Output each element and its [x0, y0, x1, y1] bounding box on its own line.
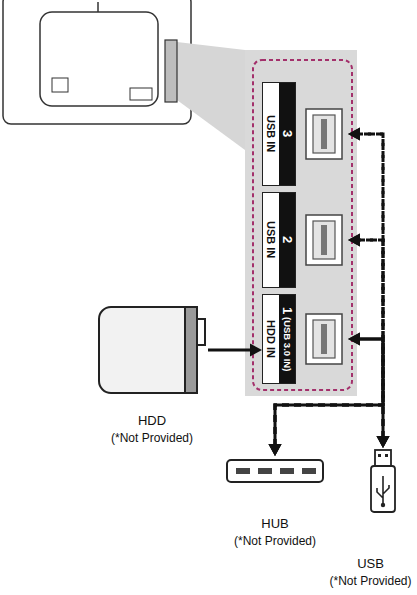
- device-caption-line: (*Not Provided): [328, 571, 413, 589]
- port-name-column: USB IN: [263, 193, 279, 287]
- port-number: 3: [280, 130, 295, 137]
- port-label: HDD IN1 (USB 3.0 IN): [262, 294, 296, 384]
- socket-frame: [306, 109, 342, 159]
- arrowhead: [269, 444, 282, 456]
- hub-slot: [280, 468, 294, 474]
- port-label: USB IN2: [262, 192, 296, 288]
- usb-stick-body: [371, 466, 395, 512]
- tv-back: [3, 0, 191, 124]
- connector: [348, 333, 390, 449]
- port-name-column: USB IN: [263, 83, 279, 185]
- device-box: USB (*Not Provided): [328, 448, 413, 587]
- hdd-body: [99, 307, 197, 393]
- device-name: USB: [357, 556, 384, 571]
- port-name: USB IN: [265, 115, 277, 152]
- port-box: HDD IN1 (USB 3.0 IN): [262, 294, 348, 384]
- device-caption-line: HDD: [96, 411, 208, 429]
- socket-tongue: [321, 225, 327, 255]
- usb-icon: [369, 448, 397, 514]
- connector: [208, 344, 262, 357]
- connector-line: [358, 339, 383, 438]
- hdd-edge: [185, 307, 197, 393]
- tv-stand-post: [97, 2, 99, 12]
- usb-socket: [304, 107, 344, 161]
- tv-small-plate: [130, 88, 152, 100]
- connector-line: [358, 240, 383, 438]
- port-group-outline: [253, 60, 352, 390]
- device-note: (*Not Provided): [234, 534, 316, 548]
- port-number-stack: 1 (USB 3.0 IN): [278, 307, 296, 372]
- usb-socket: [304, 312, 344, 366]
- device-caption-line: USB: [328, 554, 413, 572]
- connector: [348, 128, 390, 449]
- port-number-stack: 2: [278, 236, 296, 243]
- connector-line: [208, 349, 252, 352]
- socket-opening: [313, 221, 335, 259]
- arrowhead: [348, 234, 360, 247]
- hub-icon: [225, 456, 325, 486]
- arrowhead: [250, 344, 262, 357]
- arrowhead: [348, 128, 360, 141]
- port-number-column: 3: [279, 83, 295, 185]
- socket-opening: [313, 320, 335, 358]
- connector-line: [358, 134, 383, 438]
- port-number: 1: [280, 307, 295, 314]
- device-caption-line: (*Not Provided): [96, 428, 208, 446]
- usb-plug-hole: [385, 454, 388, 457]
- device-name: HUB: [261, 516, 288, 531]
- zoom-wedge: [177, 42, 245, 150]
- hub-body: [227, 460, 323, 482]
- socket-frame: [306, 314, 342, 364]
- socket-tongue: [321, 119, 327, 149]
- device-note: (*Not Provided): [111, 431, 193, 445]
- hdd-plug: [197, 319, 205, 345]
- device-box: HDD (*Not Provided): [96, 305, 208, 444]
- arrowhead: [377, 436, 390, 448]
- socket-tongue: [321, 324, 327, 354]
- port-label: USB IN3: [262, 82, 296, 186]
- port-box: USB IN2: [262, 192, 348, 288]
- port-name: USB IN: [265, 221, 277, 258]
- hub-slot: [302, 468, 316, 474]
- socket-opening: [313, 115, 335, 153]
- device-note: (*Not Provided): [329, 574, 411, 588]
- usb-socket: [304, 213, 344, 267]
- port-number-column: 1 (USB 3.0 IN): [279, 295, 295, 383]
- port-box: USB IN3: [262, 82, 348, 186]
- device-box: HUB (*Not Provided): [224, 456, 326, 547]
- tv-label-plate: [52, 78, 68, 92]
- arrowhead: [269, 444, 282, 456]
- usb-symbol: [377, 476, 389, 504]
- connector: [348, 234, 390, 449]
- hub-slot: [258, 468, 272, 474]
- tv-port-strip: [165, 40, 177, 102]
- device-caption-line: (*Not Provided): [224, 531, 326, 549]
- tv-stand-outline: [40, 12, 158, 106]
- device-caption-line: HUB: [224, 514, 326, 532]
- arrowhead: [348, 333, 360, 346]
- socket-frame: [306, 215, 342, 265]
- port-number: 2: [280, 236, 295, 243]
- arrowhead: [377, 436, 390, 448]
- arrowhead: [377, 436, 390, 448]
- port-name: HDD IN: [265, 320, 277, 358]
- arrowhead: [348, 128, 360, 141]
- usb-plug: [375, 450, 391, 466]
- port-number-column: 2: [279, 193, 295, 287]
- port-note: (USB 3.0 IN): [282, 317, 293, 371]
- arrowhead: [348, 234, 360, 247]
- arrowhead: [269, 444, 282, 456]
- device-name: HDD: [138, 413, 166, 428]
- arrowhead: [348, 333, 360, 346]
- port-name-column: HDD IN: [263, 295, 279, 383]
- port-panel: [245, 50, 357, 396]
- usb-symbol-dot: [381, 503, 385, 507]
- port-number-stack: 3: [278, 130, 296, 137]
- hdd-icon: [97, 305, 207, 395]
- hub-slot: [236, 468, 250, 474]
- usb-plug-hole: [378, 454, 381, 457]
